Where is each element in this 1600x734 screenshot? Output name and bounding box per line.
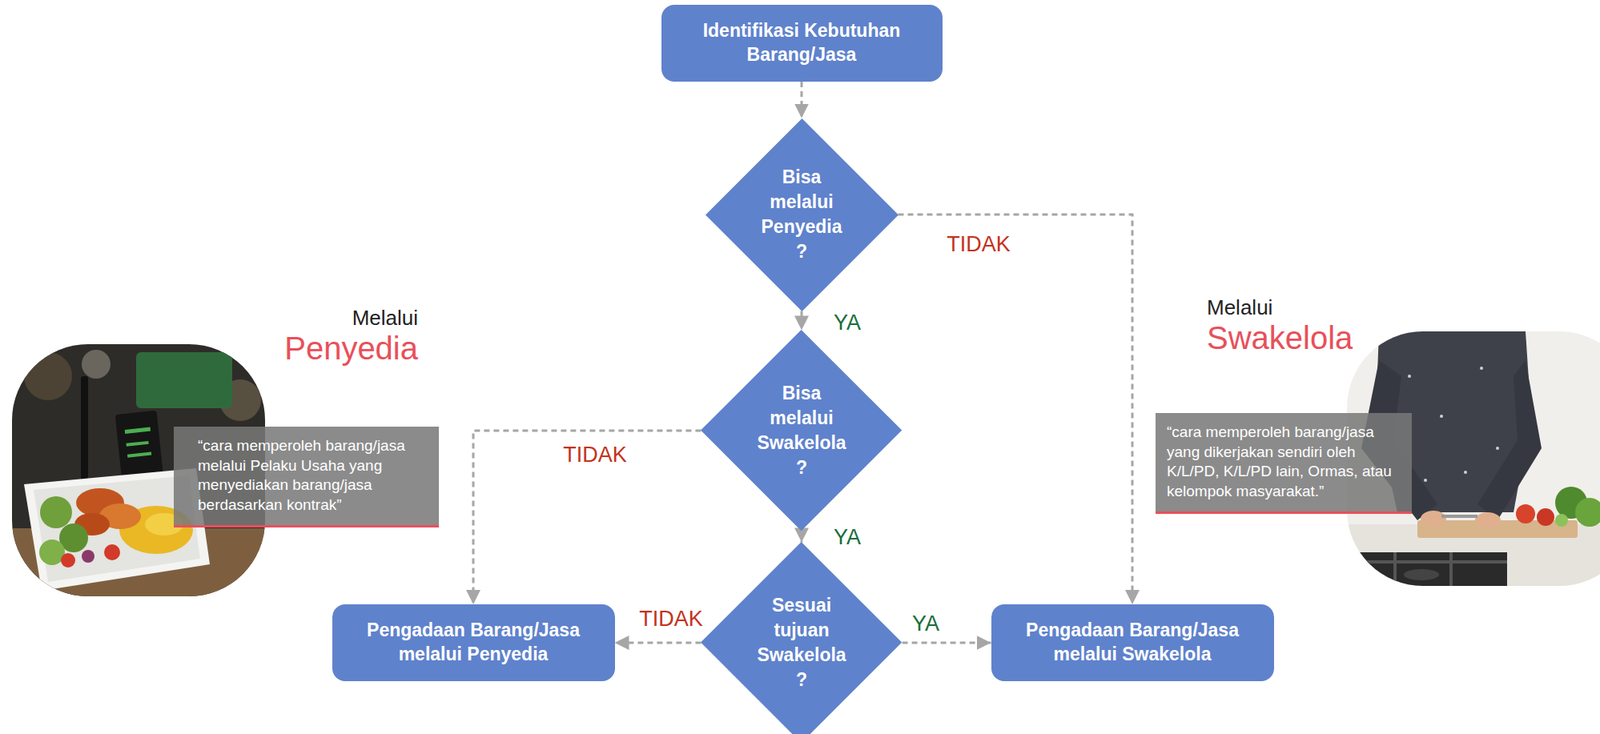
connector	[800, 81, 804, 119]
box-text-group: Identifikasi Kebutuhan Barang/Jasa	[679, 19, 925, 68]
cooking-photo-part	[1393, 552, 1397, 587]
box-text-group: Pengadaan Barang/Jasa melalui Swakelola	[1009, 619, 1257, 668]
cooking-photo-part	[1575, 498, 1600, 527]
edge-label: YA	[830, 526, 865, 549]
diamond-text-group: Sesuai tujuan Swakelola ?	[756, 593, 846, 693]
diamond-shape	[700, 542, 902, 734]
diamond-text: Sesuai tujuan Swakelola ?	[756, 593, 846, 693]
cooking-photo-part	[1441, 514, 1478, 519]
cooking-photo-part	[1403, 569, 1440, 581]
cooking-photo-part	[1495, 446, 1500, 451]
callout-kicker: Melalui	[284, 306, 419, 331]
connector	[615, 642, 702, 645]
callout-heading: Penyedia	[284, 330, 419, 366]
callout-heading-group: MelaluiPenyedia	[284, 306, 419, 366]
edge-label: TIDAK	[943, 233, 1014, 256]
diamond-shape	[700, 329, 902, 531]
decision-diamond: Bisa melalui Penyedia ?	[705, 118, 899, 312]
diamond-text-group: Bisa melalui Swakelola ?	[756, 381, 846, 481]
callout-quote: “cara memperoleh barang/jasa yang dikerj…	[1166, 422, 1401, 503]
cooking-photo-part	[1555, 514, 1568, 527]
decision-diamond: Sesuai tujuan Swakelola ?	[700, 542, 902, 734]
definition-callout: MelaluiSwakelola“cara memperoleh barang/…	[1155, 413, 1412, 515]
edge-label: YA	[908, 613, 943, 636]
diamond-shape	[705, 118, 899, 312]
box-text: Pengadaan Barang/Jasa melalui Penyedia	[349, 619, 598, 668]
callout-heading-group: MelaluiSwakelola	[1206, 296, 1353, 356]
food-photo-part	[60, 553, 76, 568]
connector	[800, 531, 804, 543]
cooking-photo-part	[1407, 374, 1412, 378]
cooking-photo-part	[1475, 512, 1501, 529]
cooking-photo-part	[1479, 366, 1484, 370]
cooking-photo-part	[1346, 560, 1508, 564]
food-photo-part	[124, 427, 151, 435]
process-box: Pengadaan Barang/Jasa melalui Swakelola	[991, 604, 1275, 682]
diamond-text: Bisa melalui Swakelola ?	[756, 381, 846, 481]
food-photo-part	[136, 352, 233, 409]
box-text: Identifikasi Kebutuhan Barang/Jasa	[679, 19, 925, 68]
box-text-group: Pengadaan Barang/Jasa melalui Penyedia	[349, 619, 598, 668]
edge-label: TIDAK	[559, 444, 631, 467]
box-text: Pengadaan Barang/Jasa melalui Swakelola	[1009, 619, 1257, 668]
food-photo-part	[40, 496, 73, 529]
food-photo-part	[81, 349, 111, 379]
connector	[473, 430, 701, 605]
callout-kicker: Melalui	[1206, 296, 1353, 321]
connector	[902, 642, 992, 645]
callout-heading: Swakelola	[1206, 320, 1353, 356]
diamond-shape	[700, 329, 902, 531]
cooking-photo-part	[1449, 552, 1453, 587]
food-photo-part	[125, 441, 149, 447]
edge-label: TIDAK	[635, 608, 707, 631]
process-box: Identifikasi Kebutuhan Barang/Jasa	[661, 4, 943, 82]
cooking-photo-part	[1346, 552, 1508, 587]
cooking-photo-part	[1477, 360, 1542, 521]
food-photo-part	[127, 452, 152, 459]
food-photo-part	[104, 544, 121, 561]
cooking-photo-part	[1536, 508, 1555, 527]
cooking-photo-part	[1463, 470, 1468, 475]
cooking-photo-part	[1515, 504, 1536, 524]
diamond-shape	[705, 118, 899, 312]
connector	[898, 214, 1134, 605]
diamond-text-group: Bisa melalui Penyedia ?	[761, 164, 843, 265]
process-box: Pengadaan Barang/Jasa melalui Penyedia	[332, 604, 616, 682]
callout-quote: “cara memperoleh barang/jasa melalui Pel…	[197, 436, 428, 516]
cooking-photo-part	[1420, 510, 1447, 527]
connector	[800, 311, 804, 331]
definition-callout: MelaluiPenyedia“cara memperoleh barang/j…	[173, 426, 439, 528]
edge-label: YA	[830, 312, 865, 334]
decision-diamond: Bisa melalui Swakelola ?	[700, 329, 902, 531]
diamond-text: Bisa melalui Penyedia ?	[761, 164, 843, 265]
food-photo-part	[24, 352, 73, 401]
cooking-photo-part	[1423, 478, 1428, 483]
food-photo-part	[81, 550, 95, 563]
cooking-photo-part	[1439, 414, 1444, 419]
